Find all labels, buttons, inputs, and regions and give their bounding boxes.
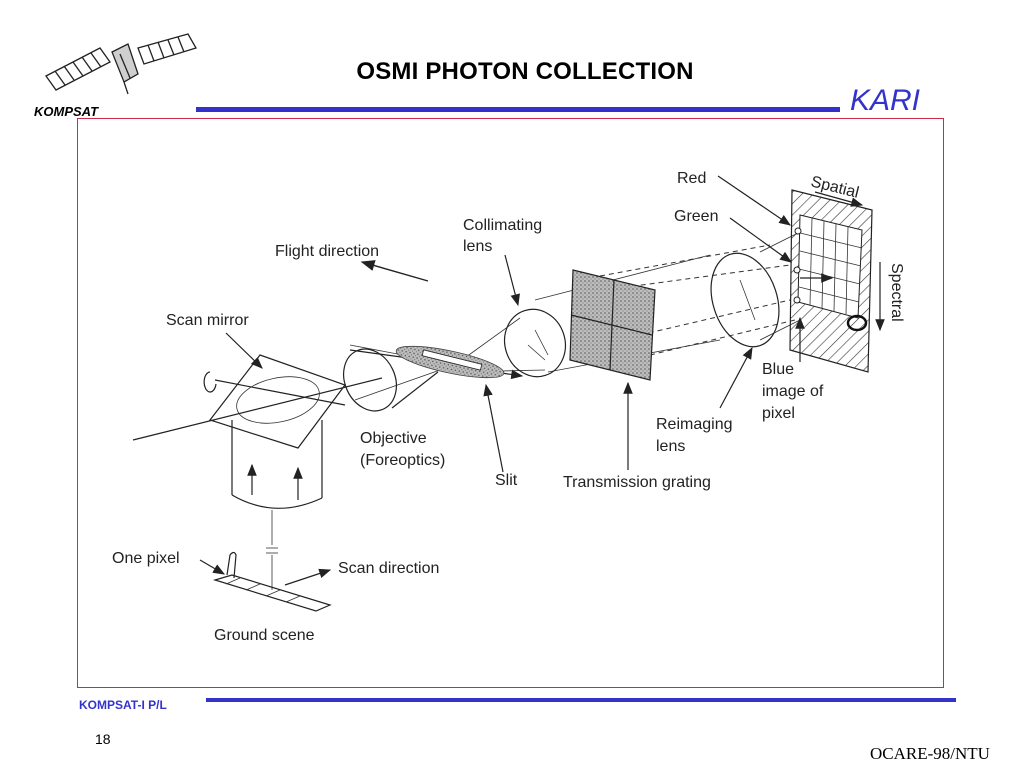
label-ground-scene: Ground scene <box>214 627 315 644</box>
label-reimaging-line1: Reimaging <box>656 416 732 433</box>
slit <box>395 345 505 379</box>
page-title: OSMI PHOTON COLLECTION <box>356 58 694 85</box>
reimaging-lens <box>710 252 780 348</box>
scan-mirror <box>203 354 346 449</box>
label-flight-direction: Flight direction <box>275 243 379 260</box>
kompsat-satellite-logo <box>45 33 197 95</box>
label-red: Red <box>677 170 706 187</box>
label-blue-line1: Blue <box>762 361 794 378</box>
collimating-lens <box>503 308 567 378</box>
osmi-optical-diagram: Flight direction Scan mirror Objective (… <box>112 170 905 644</box>
logo-label: KOMPSAT <box>34 104 99 119</box>
satellite-icon <box>45 33 197 95</box>
label-one-pixel: One pixel <box>112 550 180 567</box>
org-logo-text: KARI <box>850 84 921 117</box>
label-green: Green <box>674 208 718 225</box>
label-collimating-line1: Collimating <box>463 217 542 234</box>
diagram-frame <box>77 118 944 688</box>
label-collimating-line2: lens <box>463 238 492 255</box>
label-reimaging-line2: lens <box>656 438 685 455</box>
footer-doc-id: OCARE-98/NTU <box>870 744 990 763</box>
optical-rays <box>132 231 801 441</box>
page-number: 18 <box>95 731 111 747</box>
label-slit: Slit <box>495 472 518 489</box>
label-objective-line2: (Foreoptics) <box>360 452 445 469</box>
label-transmission-grating: Transmission grating <box>563 474 711 491</box>
ground-beam-cylinder <box>231 420 323 590</box>
leader-lines <box>199 175 805 575</box>
label-scan-mirror: Scan mirror <box>166 312 249 329</box>
footer-program-label: KOMPSAT-I P/L <box>79 698 167 712</box>
label-blue-line2: image of <box>762 383 824 400</box>
transmission-grating <box>569 269 656 381</box>
objective-lens <box>343 348 439 412</box>
label-blue-line3: pixel <box>762 405 795 422</box>
label-objective-line1: Objective <box>360 430 427 447</box>
ground-scene-strip <box>212 551 332 612</box>
title-divider <box>196 107 840 112</box>
detector-grid <box>789 189 873 373</box>
spatial-arrow <box>814 191 864 207</box>
footer-divider <box>206 698 956 702</box>
flight-direction-arrow <box>360 260 429 282</box>
label-spectral: Spectral <box>888 263 905 322</box>
label-scan-direction: Scan direction <box>338 560 439 577</box>
